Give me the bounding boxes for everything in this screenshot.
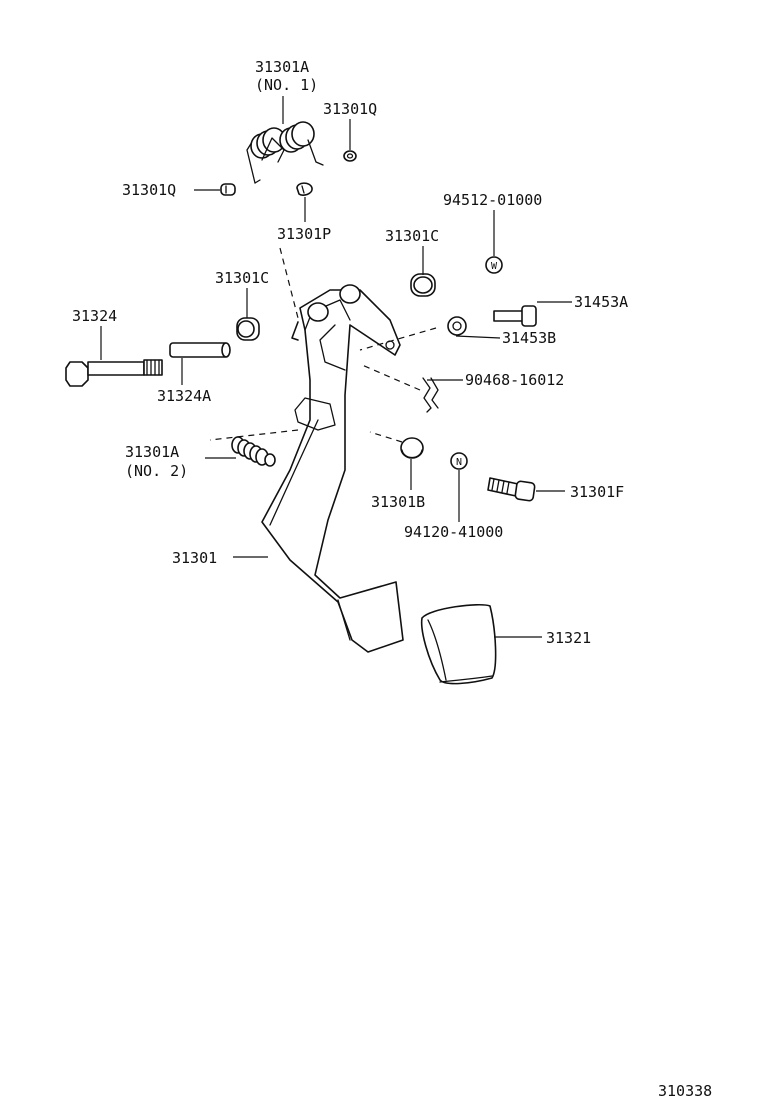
n-marker: [450, 452, 468, 470]
label-31301c-right: 31301C: [385, 227, 439, 245]
clip-31301q-left: [220, 183, 236, 196]
clip-31301p: [296, 182, 313, 196]
label-31301a-no2-sub: (NO. 2): [125, 462, 188, 480]
bolt-31301f: [487, 477, 536, 502]
label-31324a: 31324A: [157, 387, 211, 405]
return-spring-no2: [231, 436, 276, 467]
assembly-dash-lines: [209, 247, 437, 443]
label-31301a-no1: 31301A: [255, 58, 309, 76]
w-marker: [485, 256, 503, 274]
label-31301a-no1-sub: (NO. 1): [255, 76, 318, 94]
label-31453b: 31453B: [502, 329, 556, 347]
clip-31301q-right: [343, 150, 357, 162]
label-31324: 31324: [72, 307, 117, 325]
figure-number: 310338: [658, 1082, 712, 1100]
label-31301c-left: 31301C: [215, 269, 269, 287]
stopper-31301b: [400, 437, 424, 459]
pivot-bolt-31324: [65, 359, 163, 387]
label-31301a-no2: 31301A: [125, 443, 179, 461]
label-31453a: 31453A: [574, 293, 628, 311]
label-94120-41000: 94120-41000: [404, 523, 503, 541]
marker-n-letter: N: [456, 457, 462, 468]
nut-31453b: [447, 316, 467, 336]
label-31301q-left: 31301Q: [122, 181, 176, 199]
clip-90468: [422, 377, 439, 413]
marker-w-letter: W: [491, 261, 498, 272]
label-31301f: 31301F: [570, 483, 624, 501]
torsion-spring-no1: [246, 121, 324, 184]
bushing-31301c-right: [410, 273, 436, 297]
leader-lines: [100, 96, 572, 638]
brake-pedal-arm-31301: [261, 284, 404, 653]
label-31301b: 31301B: [371, 493, 425, 511]
callout-labels: 31301A (NO. 1) 31301Q 31301Q 94512-01000…: [72, 58, 712, 1100]
pedal-pad-31321: [420, 603, 497, 685]
label-94512-01000: 94512-01000: [443, 191, 542, 209]
label-90468-16012: 90468-16012: [465, 371, 564, 389]
bolt-31453a: [493, 305, 537, 327]
label-31301: 31301: [172, 549, 217, 567]
collar-31324a: [169, 342, 231, 358]
label-31301q-right: 31301Q: [323, 100, 377, 118]
label-31301p: 31301P: [277, 225, 331, 243]
bushing-31301c-left: [236, 317, 260, 341]
label-31321: 31321: [546, 629, 591, 647]
